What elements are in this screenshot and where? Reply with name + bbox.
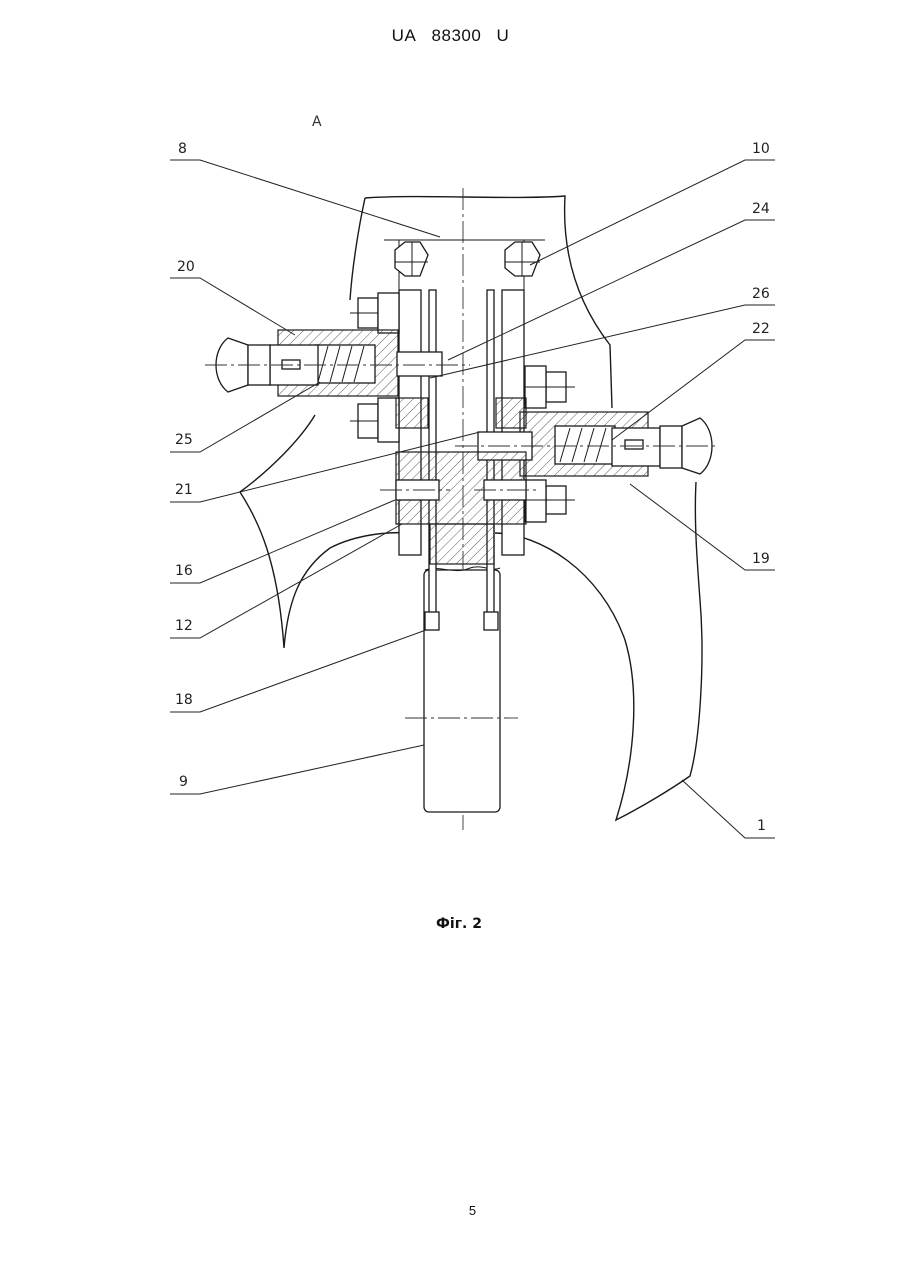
figure-caption: Фіг. 2 [0,916,901,932]
ref-24: 24 [752,201,770,217]
top-hex-nuts [395,242,540,276]
ref-12: 12 [175,618,193,634]
ref-9: 9 [179,774,188,790]
ref-26: 26 [752,286,770,302]
ref-1: 1 [757,818,766,834]
central-plate [405,567,518,812]
ref-10: 10 [752,141,770,157]
ref-20: 20 [177,259,195,275]
ref-8: 8 [178,141,187,157]
view-label: A [312,114,322,130]
ref-19: 19 [752,551,770,567]
ref-25: 25 [175,432,193,448]
ref-18: 18 [175,692,193,708]
ref-22: 22 [752,321,770,337]
page-number: 5 [0,1203,901,1218]
ref-16: 16 [175,563,193,579]
ref-21: 21 [175,482,193,498]
